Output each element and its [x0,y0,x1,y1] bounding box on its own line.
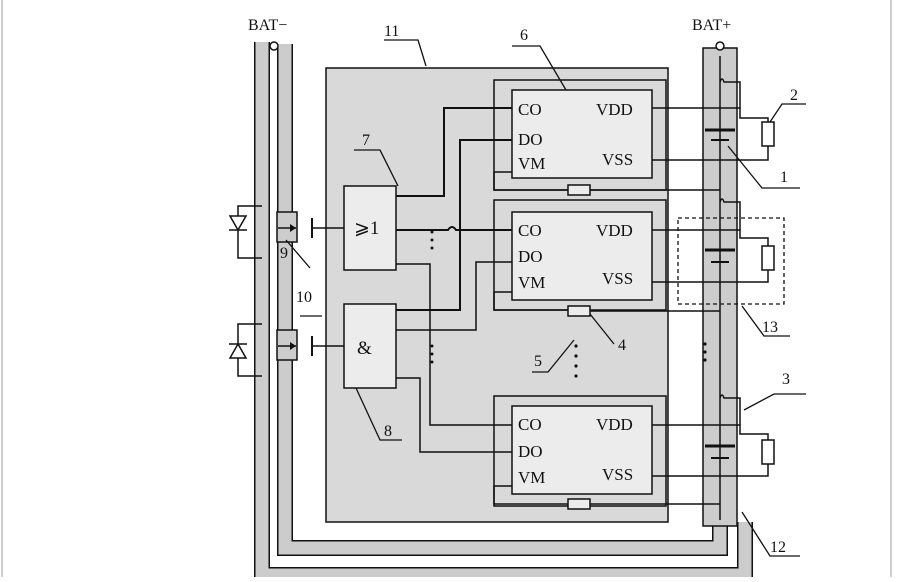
protection-chip-3: CO DO VM VDD VSS [493,395,667,507]
vm-pin-label: VM [518,273,545,292]
and-gate [343,303,397,389]
leader-3 [743,393,806,411]
bat-positive-label: BAT+ [692,17,731,34]
balance-resistor-3 [761,439,775,465]
vdd-pin-label: VDD [596,415,633,434]
leader-7 [354,149,399,187]
vdd-wire-2 [652,229,769,248]
vss-pin-label: VSS [602,150,633,169]
gate-input-ellipsis [430,230,434,364]
sense-resistor-1 [567,184,591,196]
mosfet-9 [228,205,298,259]
do-line-2 [396,261,512,331]
vss-pin-label: VSS [602,269,633,288]
sense-resistor-2 [567,305,591,317]
vss-wire-1 [652,146,769,161]
leader-6 [512,45,567,91]
leader-13 [741,305,790,337]
vm-pin-label: VM [518,154,545,173]
leader-11 [384,39,427,67]
cross-wire-3 [719,394,741,425]
vss-pin-label: VSS [602,465,633,484]
vm-loop-2 [493,291,568,311]
balance-resistor-2 [761,245,775,271]
callout-12: 12 [770,539,786,556]
callout-9: 9 [280,245,288,262]
callout-3: 3 [782,371,790,388]
callout-1: 1 [780,169,788,186]
chip-ellipsis [574,344,578,378]
bat-negative-terminal [269,41,279,51]
vss-wire-2 [652,270,769,283]
leader-9 [285,239,311,269]
mosfet-10 [228,323,298,377]
sense-resistor-3 [567,498,591,510]
leader-1 [727,145,800,189]
co-pin-label: CO [518,100,542,119]
callout-13: 13 [762,319,778,336]
leader-5 [532,339,575,373]
do-pin-label: DO [518,442,543,461]
ellipsis-dot [703,358,707,362]
leader-12 [741,511,800,557]
bat-negative-rail [255,42,752,582]
co-line-2 [396,226,512,231]
co-line-1 [396,107,512,197]
or-gate [343,185,397,271]
protection-chip-1: CO DO VM VDD VSS [493,79,667,191]
leader-8 [355,387,402,441]
co-pin-label: CO [518,221,542,240]
co-line-3 [396,263,512,426]
callout-4: 4 [618,337,626,354]
bat-positive-bus [278,44,727,555]
vdd-wire-3 [652,424,769,442]
and-gate-symbol: & [357,338,372,359]
balance-resistor-1 [761,121,775,147]
bat-positive-terminal [715,41,725,51]
vm-loop-3 [493,485,568,505]
do-pin-label: DO [518,130,543,149]
protection-chip-2: CO DO VM VDD VSS [493,199,667,311]
callout-2: 2 [790,87,798,104]
vss-wire-3 [652,464,769,477]
vdd-pin-label: VDD [596,100,633,119]
callout-11: 11 [384,23,399,40]
cross-wire-2 [719,198,741,230]
leader-4 [589,313,615,345]
callout-5: 5 [534,353,542,370]
do-line-1 [396,139,512,311]
balance-module-outline [677,217,785,305]
callout-8: 8 [384,423,392,440]
do-line-3 [396,377,512,453]
or-gate-symbol: ⩾1 [354,218,379,239]
vdd-pin-label: VDD [596,221,633,240]
ellipsis-dot [703,350,707,354]
vm-loop-1 [493,171,568,191]
callout-6: 6 [520,27,528,44]
callout-10: 10 [296,289,312,306]
leader-2 [769,103,806,123]
bat-negative-label: BAT− [248,17,287,34]
do-pin-label: DO [518,247,543,266]
ellipsis-dot [703,342,707,346]
callout-7: 7 [362,132,370,149]
vm-pin-label: VM [518,468,545,487]
co-pin-label: CO [518,415,542,434]
cross-wire-1 [719,78,741,108]
